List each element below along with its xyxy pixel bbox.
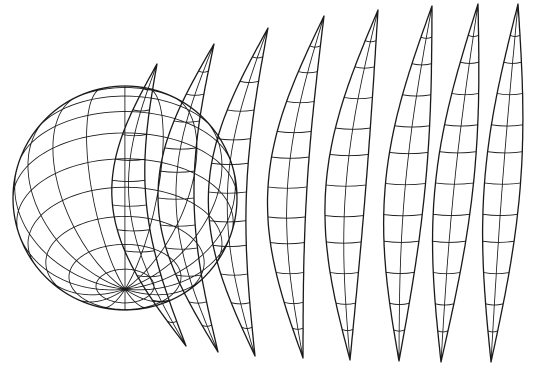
gore-strip bbox=[268, 16, 325, 358]
gore-meridian bbox=[399, 6, 432, 361]
globe-meridian bbox=[87, 89, 125, 290]
globe bbox=[13, 86, 237, 310]
globe-parallel bbox=[70, 88, 179, 101]
globe-meridian bbox=[125, 120, 222, 289]
gore-strip bbox=[483, 4, 523, 362]
gore-strips bbox=[112, 4, 523, 362]
gore-strip bbox=[325, 10, 378, 360]
gore-strip bbox=[433, 4, 479, 362]
gore-outline bbox=[325, 10, 378, 360]
gore-outline bbox=[208, 28, 268, 356]
gore-strip bbox=[384, 6, 432, 361]
gore-meridian bbox=[344, 10, 378, 360]
globe-meridian bbox=[53, 98, 125, 289]
gore-strip bbox=[208, 28, 268, 356]
globe-meridian bbox=[19, 234, 125, 290]
globe-meridian bbox=[28, 120, 125, 289]
globe-meridian bbox=[125, 98, 197, 289]
globe-meridian bbox=[47, 278, 125, 295]
gore-strip bbox=[112, 64, 186, 346]
gore-outline bbox=[268, 16, 325, 358]
globe-meridian bbox=[125, 89, 163, 290]
gore-outline bbox=[112, 64, 186, 346]
